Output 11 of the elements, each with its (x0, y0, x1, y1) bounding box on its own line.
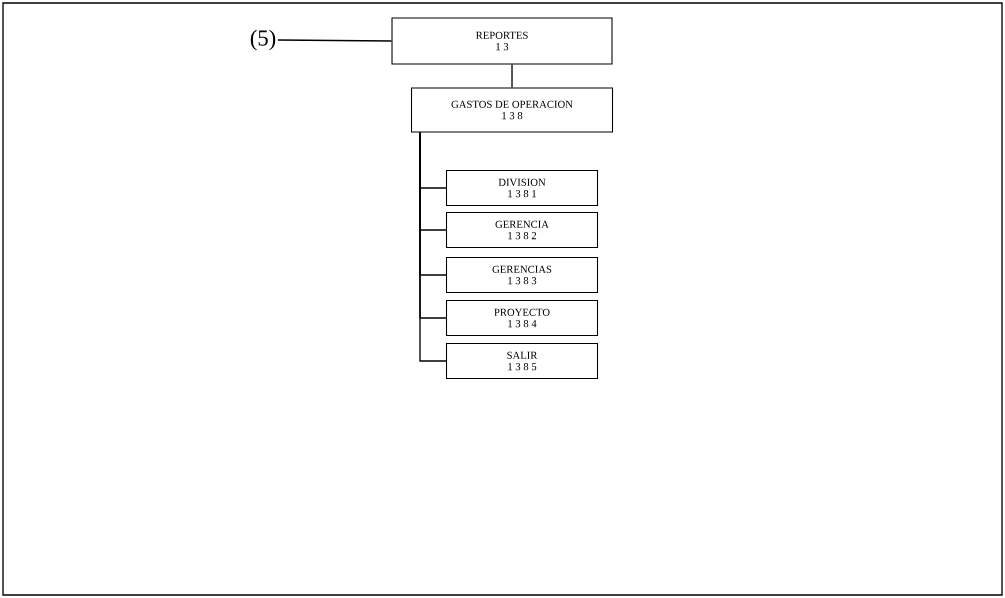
process-box: GERENCIAS 1 3 8 3 (445, 256, 599, 294)
process-box: PROYECTO 1 3 8 4 (445, 299, 599, 337)
process-box: GERENCIA 1 3 8 2 (445, 211, 599, 249)
connector-line (277, 39, 393, 42)
connector-line (511, 63, 513, 89)
process-box: REPORTES 1 3 (391, 17, 613, 65)
process-box: SALIR 1 3 8 5 (445, 342, 599, 380)
process-box: DIVISION 1 3 8 1 (445, 169, 599, 207)
connector-line (419, 131, 447, 362)
process-box: GASTOS DE OPERACION 1 3 8 (410, 87, 614, 133)
callout-number: (5) (250, 29, 276, 51)
